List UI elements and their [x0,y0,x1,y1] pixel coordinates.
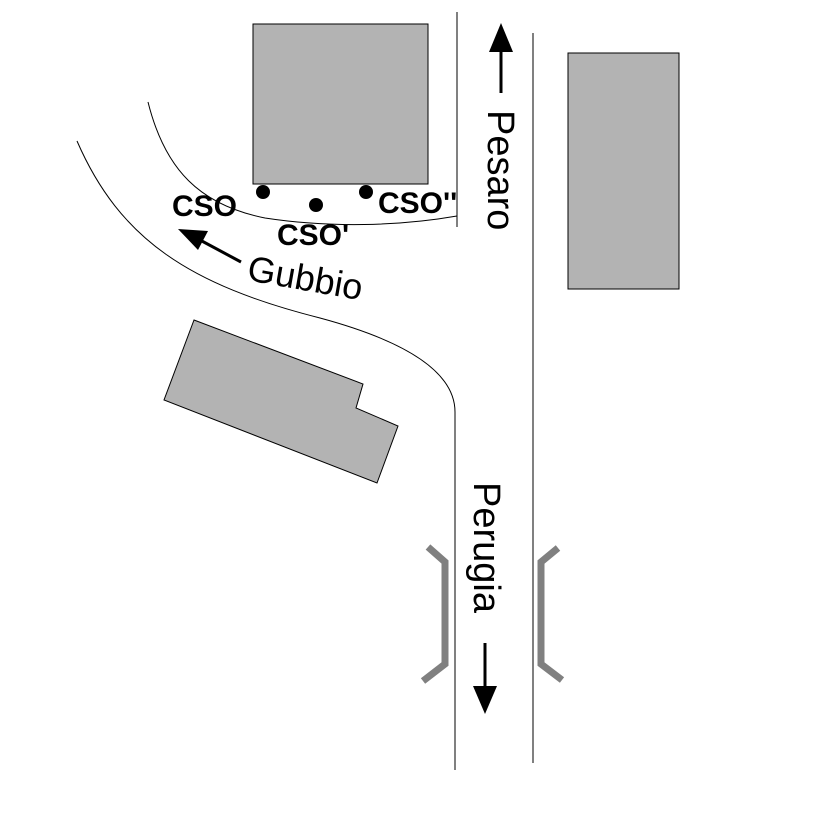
cso-prime-label: CSO' [277,219,349,252]
arrow-up-left-icon [178,229,242,264]
cso-double-prime-label: CSO'' [378,187,457,220]
building-north [252,23,429,185]
arrow-up-icon [489,23,513,93]
bridge-left [420,544,449,684]
road-edge-gubbio-inner [147,101,458,226]
road-edge-gubbio-outer [76,140,456,770]
cso-double-prime-marker [359,185,373,199]
gubbio-label: Gubbio [245,248,366,309]
building-east [567,52,680,290]
pesaro-label: Pesaro [479,110,521,230]
perugia-label: Perugia [465,482,507,614]
cso-marker [256,185,270,199]
building-southwest [163,319,399,484]
cso-prime-marker [309,198,323,212]
bridge-right [537,545,565,683]
arrow-down-icon [473,643,497,714]
cso-label: CSO [172,190,237,223]
